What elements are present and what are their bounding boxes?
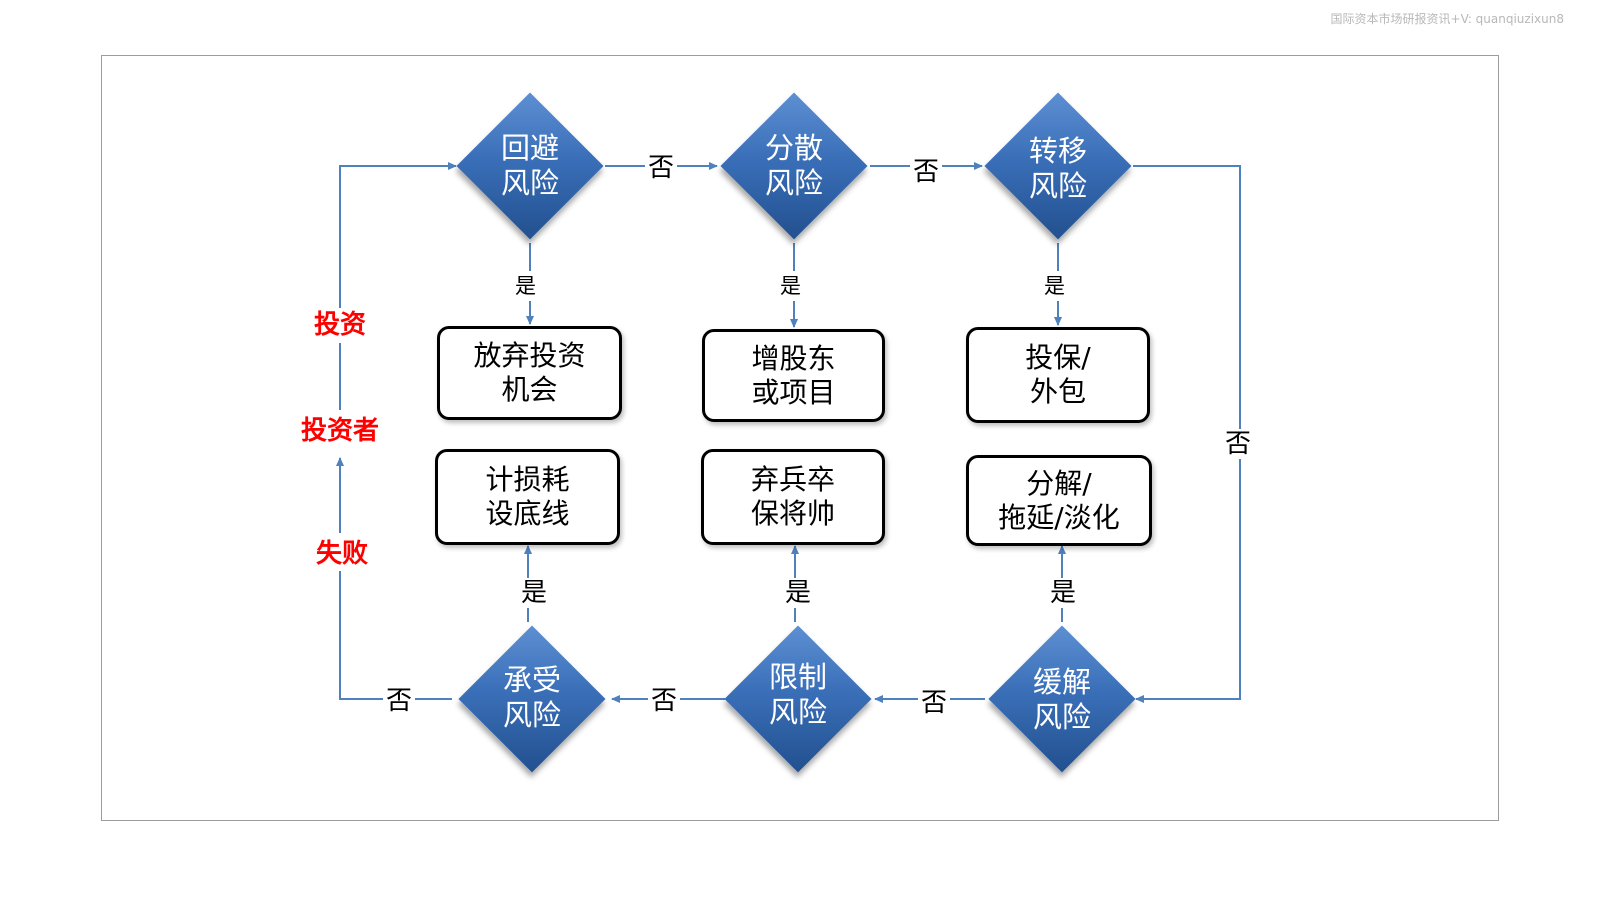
add-shareholder-box: 增股东 或项目	[702, 329, 885, 422]
abandon-investment-text: 放弃投资 机会	[473, 339, 586, 406]
decompose-text: 分解/ 拖延/淡化	[998, 466, 1120, 534]
decompose-box: 分解/ 拖延/淡化	[966, 455, 1152, 546]
yes-label-diversify: 是	[777, 271, 804, 301]
failure-label: 失败	[314, 537, 371, 571]
abandon-investment-box: 放弃投资 机会	[437, 326, 622, 420]
no-label-diversify: 否	[910, 157, 943, 187]
no-label-mitigate: 否	[918, 688, 951, 718]
sacrifice-text: 弃兵卒 保将帅	[750, 463, 835, 530]
yes-label-mitigate: 是	[1047, 578, 1080, 608]
diagram-frame	[101, 55, 1499, 821]
limit-risk-label: 限制 风险	[768, 660, 827, 729]
yes-label-transfer: 是	[1041, 271, 1068, 301]
no-label-limit: 否	[648, 686, 681, 716]
yes-label-accept: 是	[518, 578, 551, 608]
yes-label-avoid: 是	[512, 271, 539, 301]
accept-risk-label: 承受 风险	[502, 663, 561, 732]
transfer-risk-label: 转移 风险	[1028, 134, 1087, 203]
investment-label: 投资	[312, 308, 369, 342]
watermark: 国际资本市场研报资讯+V: quanqiuzixun8	[1330, 12, 1564, 26]
add-shareholder-text: 增股东 或项目	[751, 341, 836, 409]
avoid-risk-label: 回避 风险	[500, 131, 559, 200]
bottom-line-text: 计损耗 设底线	[485, 463, 570, 530]
no-label-accept: 否	[383, 686, 416, 716]
mitigate-risk-label: 缓解 风险	[1032, 665, 1091, 734]
sacrifice-box: 弃兵卒 保将帅	[701, 449, 885, 545]
no-label-avoid: 否	[645, 153, 678, 183]
diversify-risk-label: 分散 风险	[764, 131, 823, 200]
investor-label: 投资者	[299, 414, 382, 448]
no-label-transfer: 否	[1222, 429, 1255, 459]
edge-investment-to-avoid	[339, 162, 457, 308]
yes-label-limit: 是	[782, 578, 815, 608]
insure-outsource-box: 投保/ 外包	[966, 327, 1150, 423]
edge-accept-to-failure	[339, 570, 452, 700]
bottom-line-box: 计损耗 设底线	[435, 449, 620, 545]
insure-outsource-text: 投保/ 外包	[1025, 341, 1091, 408]
